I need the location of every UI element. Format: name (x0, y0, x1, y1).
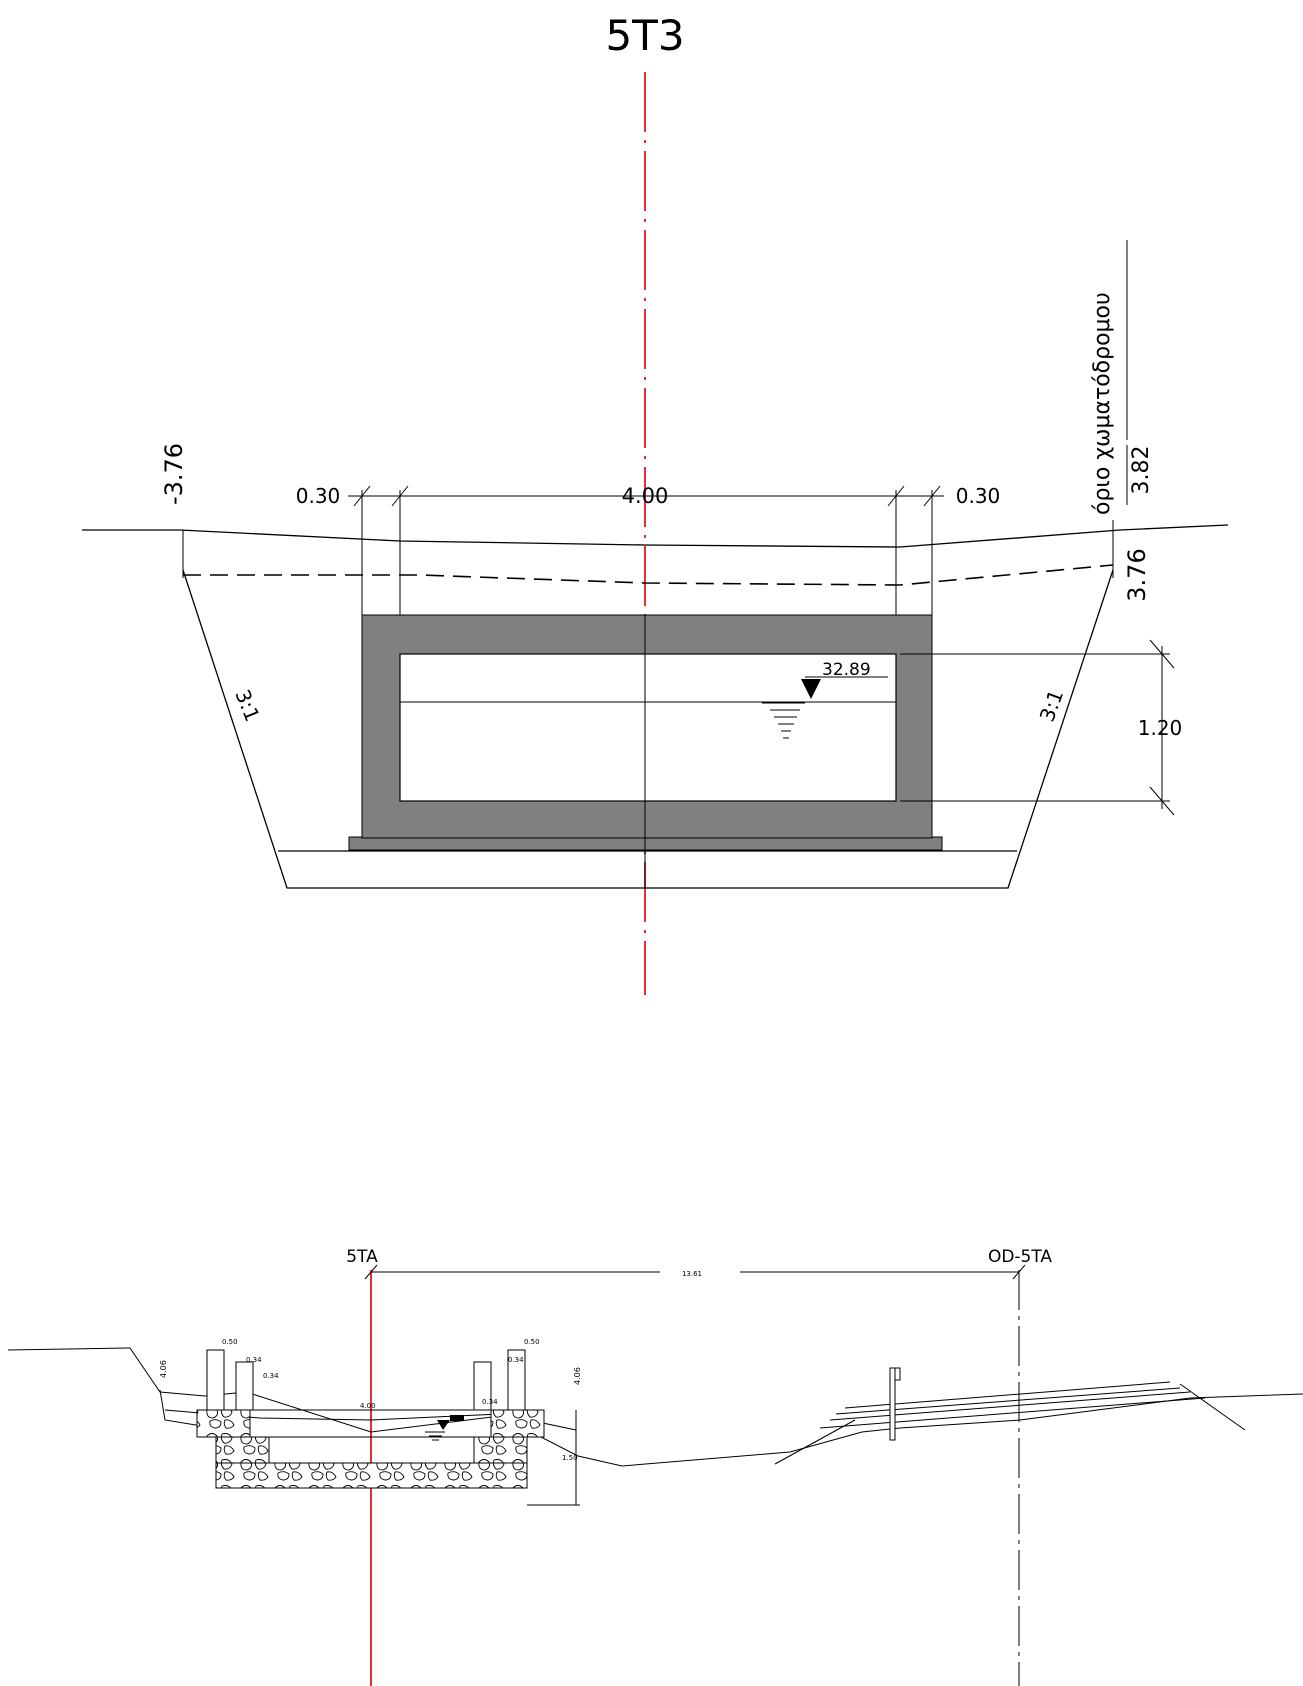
distance-label: 13.61 (682, 1270, 702, 1278)
culvert-box-inner (399, 653, 897, 802)
height-tick-bottom (1149, 786, 1175, 816)
height-label: 1.20 (1138, 716, 1183, 740)
water-level-block-small (450, 1415, 464, 1421)
embankment-slope-right (1179, 1383, 1246, 1431)
dim-b: 0.34 (246, 1356, 262, 1364)
section-top-title: 5T3 (605, 11, 684, 60)
section-bottom: 5TA OD-5TA 13.61 (7, 1247, 1303, 1686)
dim-offset-left: 4.06 (159, 1360, 168, 1378)
offset-right-top-label: 3.82 (1129, 446, 1154, 495)
dim-wall-right: 0.30 (956, 484, 1001, 508)
dim-d: 0.50 (524, 1338, 540, 1346)
dim-f: 0.34 (482, 1398, 498, 1406)
offset-right-bottom-label: 3.76 (1123, 548, 1151, 601)
embankment-line-3 (829, 1391, 1191, 1421)
bank-line-left (159, 1389, 209, 1428)
dim-wall-left: 0.30 (296, 484, 341, 508)
rubble-right-top (490, 1409, 545, 1438)
ground-line (82, 524, 1229, 548)
offset-left-label: -3.76 (160, 443, 188, 505)
wall-upright-left-outer (206, 1349, 225, 1411)
dim-c: 0.34 (263, 1372, 279, 1380)
embankment-line-2 (819, 1397, 1206, 1429)
ground-profile (7, 1347, 1303, 1467)
axis-5ta-label: 5TA (346, 1247, 378, 1267)
road-limit-label: όριο χωματόδρομου (1090, 292, 1115, 515)
embankment-line-1 (774, 1419, 856, 1465)
tick-3 (887, 485, 905, 507)
embankment-line-4 (835, 1387, 1181, 1415)
dim-e: 0.34 (508, 1356, 524, 1364)
dim-offset-right: 4.06 (573, 1367, 582, 1385)
dim-span-bottom: 4.00 (360, 1402, 376, 1410)
tick-4 (923, 485, 941, 507)
sign-plate (894, 1367, 901, 1381)
axis-od-5ta-label: OD-5TA (988, 1247, 1052, 1267)
section-top: 5T3 0.30 4.00 0.30 -3.76 3.82 3.76 (82, 11, 1229, 995)
rubble-left-mid (215, 1436, 270, 1464)
existing-surface-dashed (183, 564, 1114, 586)
water-level-triangle-small (437, 1420, 450, 1430)
rubble-base (215, 1462, 528, 1489)
water-level-label: 32.89 (822, 660, 871, 680)
excavation-outline (182, 569, 1114, 889)
sign-post (889, 1367, 896, 1441)
rubble-left-top (196, 1409, 251, 1438)
tick-2 (391, 485, 409, 507)
embankment-line-5 (844, 1381, 1171, 1409)
dim-height-bottom: 1.50 (562, 1454, 578, 1462)
dim-span: 4.00 (622, 484, 669, 508)
height-tick-top (1149, 639, 1175, 669)
rubble-right-mid (473, 1436, 528, 1464)
distance-tick-right (1012, 1264, 1026, 1280)
wall-upright-left-inner (235, 1361, 254, 1411)
distance-tick-left (364, 1264, 378, 1280)
dim-a: 0.50 (222, 1338, 238, 1346)
slope-left-label: 3:1 (230, 686, 264, 725)
water-level-triangle (801, 679, 821, 699)
